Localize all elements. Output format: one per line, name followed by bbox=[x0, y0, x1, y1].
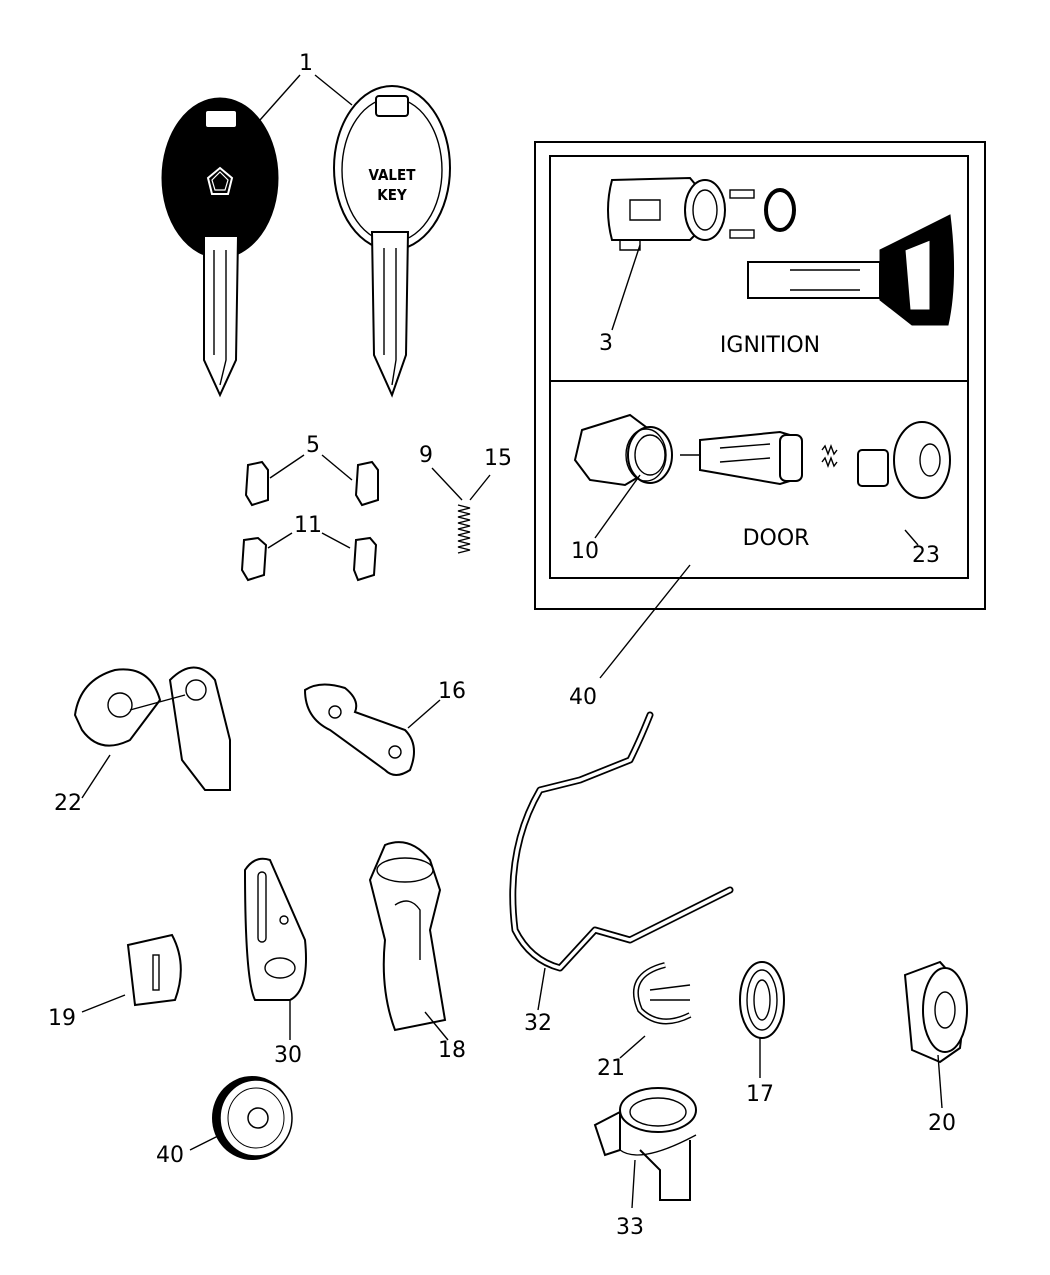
lock-kit-box bbox=[534, 141, 986, 610]
spring-9-15 bbox=[457, 504, 471, 554]
part-40-grommet bbox=[212, 1076, 293, 1160]
ignition-cylinder bbox=[747, 214, 955, 326]
callout-23: 23 bbox=[912, 543, 940, 568]
callout-16: 16 bbox=[438, 679, 466, 704]
door-lock-cylinder bbox=[680, 430, 803, 486]
callout-40-grommet: 40 bbox=[156, 1143, 184, 1168]
callout-1: 1 bbox=[299, 51, 313, 76]
door-label: DOOR bbox=[743, 526, 810, 551]
callout-20: 20 bbox=[928, 1111, 956, 1136]
callout-21: 21 bbox=[597, 1056, 625, 1081]
door-lock-spring bbox=[821, 444, 838, 468]
part-17-spring bbox=[739, 961, 785, 1039]
callout-11: 11 bbox=[294, 513, 322, 538]
part-19-cap bbox=[126, 933, 182, 1007]
callout-10: 10 bbox=[571, 539, 599, 564]
tumbler-11-right bbox=[352, 536, 378, 582]
callout-19: 19 bbox=[48, 1006, 76, 1031]
ignition-label: IGNITION bbox=[720, 333, 820, 358]
callout-3: 3 bbox=[599, 331, 613, 356]
tumbler-11-left bbox=[240, 536, 268, 582]
part-18-bracket bbox=[368, 841, 447, 1032]
valet-key-text-line2: KEY bbox=[377, 186, 407, 204]
callout-17: 17 bbox=[746, 1082, 774, 1107]
ignition-springs bbox=[729, 188, 796, 239]
callout-5: 5 bbox=[306, 433, 320, 458]
part-33-housing bbox=[593, 1087, 697, 1201]
callout-32: 32 bbox=[524, 1011, 552, 1036]
callout-33: 33 bbox=[616, 1215, 644, 1240]
part-20-bezel bbox=[903, 960, 968, 1064]
tumbler-5-left bbox=[244, 460, 269, 507]
part-22-linkage bbox=[73, 666, 231, 791]
part-30-plate bbox=[243, 857, 307, 1001]
callout-40-kit: 40 bbox=[569, 685, 597, 710]
door-panel bbox=[549, 380, 969, 579]
callout-30: 30 bbox=[274, 1043, 302, 1068]
master-key bbox=[161, 97, 279, 398]
ignition-housing bbox=[607, 176, 726, 251]
valet-key: VALET KEY bbox=[333, 85, 451, 398]
door-lock-housing bbox=[573, 413, 673, 487]
part-21-clip bbox=[633, 962, 692, 1025]
callout-15: 15 bbox=[484, 446, 512, 471]
callout-9: 9 bbox=[419, 443, 433, 468]
callout-18: 18 bbox=[438, 1038, 466, 1063]
tumbler-5-right bbox=[354, 460, 379, 507]
part-16-lever bbox=[303, 683, 415, 776]
door-lock-cap bbox=[857, 421, 951, 499]
valet-key-text-line1: VALET bbox=[369, 166, 417, 184]
part-32-rod bbox=[509, 711, 734, 972]
callout-22: 22 bbox=[54, 791, 82, 816]
